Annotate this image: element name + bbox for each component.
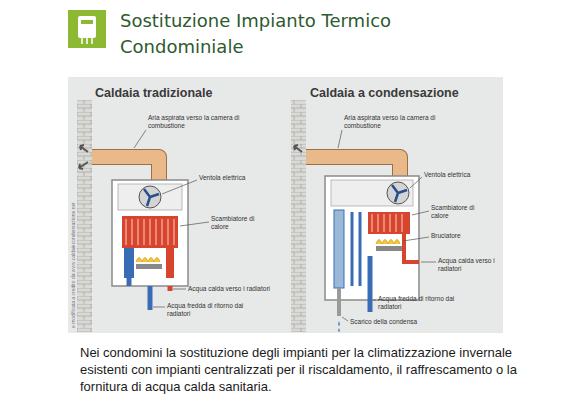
caption: Nei condomini la sostituzione degli impi…: [80, 344, 535, 395]
part-label: Aria aspirata verso la camera di combust…: [344, 114, 444, 130]
part-label: Acqua fredda di ritorno dai radiatori: [167, 302, 247, 318]
part-label: Scarico della condensa: [350, 318, 450, 326]
title-icon: [68, 10, 106, 48]
heat-exchanger: [368, 212, 410, 234]
part-label: Acqua calda verso i radiatori: [188, 285, 288, 293]
part-label: Bruciatore: [431, 232, 491, 240]
flames: [136, 258, 160, 263]
panel-heading: Caldaia tradizionale: [95, 86, 265, 101]
image-panel: [68, 77, 503, 333]
wall: [291, 100, 306, 332]
part-label: Acqua calda verso i radiatori: [438, 257, 498, 273]
part-label: Scambiatore di calore: [211, 215, 259, 231]
boiler-icon: [78, 16, 96, 38]
part-label: Scambiatore di calore: [431, 204, 481, 220]
watermark: e modificata a credito da www.caldaiecon…: [70, 202, 76, 328]
condensing-exchanger: [334, 210, 344, 288]
panel-heading: Caldaia a condensazione: [310, 86, 500, 101]
air-duct: [306, 157, 400, 178]
fan: [139, 186, 161, 208]
leader-lines: [338, 130, 436, 321]
part-label: Ventola elettrica: [424, 171, 494, 179]
exhaust-arrows: [294, 145, 302, 152]
burner: [376, 240, 400, 245]
part-label: Acqua fredda di ritorno dai radiatori: [378, 295, 458, 311]
heat-exchanger: [122, 216, 178, 248]
fan: [387, 182, 409, 204]
condensate-drops: [338, 321, 340, 332]
leader-lines: [134, 130, 209, 307]
page-title: Sostituzione Impianto Termico Condominia…: [120, 8, 450, 60]
boiler-casing: [112, 180, 188, 286]
part-label: Ventola elettrica: [199, 174, 269, 182]
wall: [77, 100, 92, 332]
part-label: Aria aspirata verso la camera di combust…: [148, 114, 248, 130]
exhaust-arrows: [79, 145, 88, 169]
